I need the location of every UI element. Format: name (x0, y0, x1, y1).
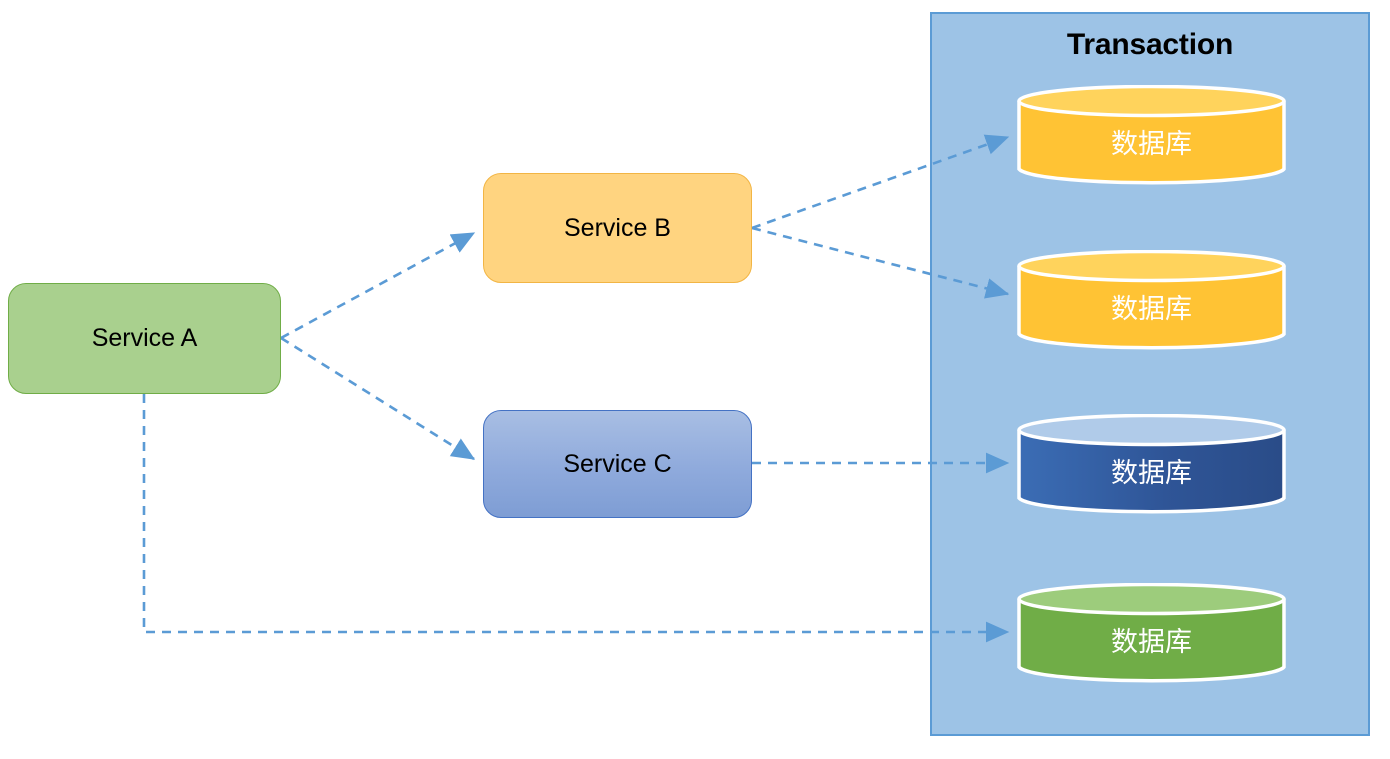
database-1-node[interactable]: 数据库 (1017, 85, 1286, 185)
database-3-label: 数据库 (1111, 457, 1192, 488)
database-3-node[interactable]: 数据库 (1017, 414, 1286, 514)
database-cylinder-icon (1017, 414, 1286, 514)
transaction-title: Transaction (1066, 28, 1234, 61)
database-4-node[interactable]: 数据库 (1017, 583, 1286, 683)
service-c-node[interactable]: Service C (483, 410, 752, 518)
service-a-node[interactable]: Service A (8, 283, 281, 394)
service-b-label: Service B (564, 213, 671, 242)
database-2-node[interactable]: 数据库 (1017, 250, 1286, 350)
service-a-label: Service A (91, 324, 198, 352)
edge-service-a-to-service-b (280, 231, 476, 340)
service-b-node[interactable]: Service B (483, 173, 752, 283)
database-1-label: 数据库 (1111, 128, 1192, 159)
edge-service-a-to-service-c (280, 336, 476, 461)
database-2-label: 数据库 (1111, 293, 1192, 324)
database-cylinder-icon (1017, 250, 1286, 350)
database-4-label: 数据库 (1111, 626, 1192, 657)
service-c-label: Service C (563, 449, 672, 478)
database-cylinder-icon (1017, 583, 1286, 683)
database-cylinder-icon (1017, 85, 1286, 185)
